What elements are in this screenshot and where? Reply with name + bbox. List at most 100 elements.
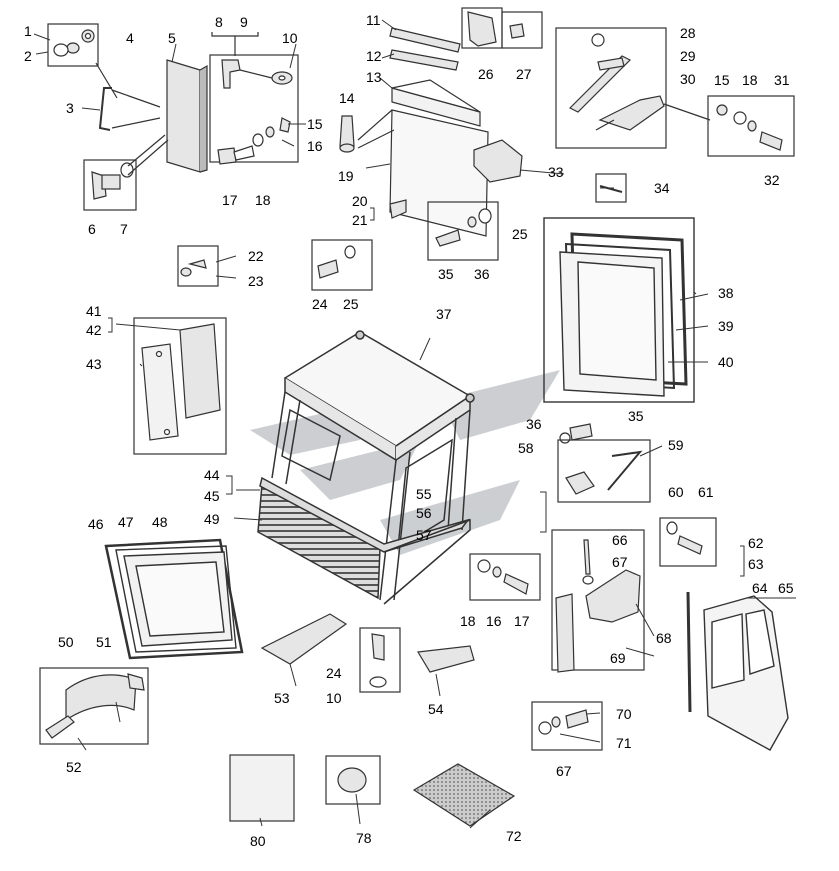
label-35b: 35 [628,408,644,424]
part-group-roof-panel [339,27,489,237]
label-21: 21 [352,212,368,228]
label-34: 34 [654,180,670,196]
label-2: 2 [24,48,32,64]
part-group-rear-window [104,538,244,660]
label-10b: 10 [326,690,342,706]
label-78: 78 [356,830,372,846]
label-13: 13 [366,69,382,85]
label-50: 50 [58,634,74,650]
label-71: 71 [616,735,632,751]
label-33: 33 [548,164,564,180]
label-35a: 35 [438,266,454,282]
label-3: 3 [66,100,74,116]
label-65: 65 [778,580,794,596]
label-22: 22 [248,248,264,264]
label-67a: 67 [612,554,628,570]
label-24b: 24 [326,665,342,681]
label-31: 31 [774,72,790,88]
label-61: 61 [698,484,714,500]
label-67b: 67 [556,763,572,779]
part-group-side-window [543,217,695,403]
label-68: 68 [656,630,672,646]
label-80: 80 [250,833,266,849]
label-18a: 18 [255,192,271,208]
label-62: 62 [748,535,764,551]
label-14: 14 [339,90,355,106]
label-60: 60 [668,484,684,500]
leader-lines [33,19,796,829]
label-26: 26 [478,66,494,82]
label-48: 48 [152,514,168,530]
part-group-door-hinge [531,529,645,751]
label-63: 63 [748,556,764,572]
label-6: 6 [88,221,96,237]
label-56: 56 [416,505,432,521]
label-57: 57 [416,527,432,543]
label-15a: 15 [307,116,323,132]
label-55: 55 [416,486,432,502]
label-27: 27 [516,66,532,82]
part-group-33-36 [427,139,627,261]
cab-body [257,330,475,605]
label-29: 29 [680,48,696,64]
label-30: 30 [680,71,696,87]
label-39: 39 [718,318,734,334]
label-58: 58 [518,440,534,456]
label-17a: 17 [222,192,238,208]
label-42: 42 [86,322,102,338]
part-group-20-25 [177,199,407,291]
label-70: 70 [616,706,632,722]
label-18b: 18 [742,72,758,88]
label-15b: 15 [714,72,730,88]
part-group-58-59 [557,423,651,503]
label-16a: 16 [307,138,323,154]
label-59: 59 [668,437,684,453]
part-group-mount-plates [260,613,475,693]
part-group-mat-mirror [229,754,516,827]
part-group-side-panel [47,23,208,211]
label-5: 5 [168,30,176,46]
label-17b: 17 [514,613,530,629]
label-8: 8 [215,14,223,30]
label-54: 54 [428,701,444,717]
part-group-16-18-lower [469,553,541,601]
label-41: 41 [86,303,102,319]
label-64: 64 [752,580,768,596]
label-23: 23 [248,273,264,289]
label-11: 11 [366,12,381,28]
label-4: 4 [126,30,134,46]
label-9: 9 [240,14,248,30]
label-37: 37 [436,306,452,322]
label-25b: 25 [512,226,528,242]
label-36b: 36 [526,416,542,432]
label-66: 66 [612,532,628,548]
part-group-door [686,591,789,751]
label-52: 52 [66,759,82,775]
label-38: 38 [718,285,734,301]
part-group-clamp [39,667,149,745]
label-32: 32 [764,172,780,188]
label-20: 20 [352,193,368,209]
label-40: 40 [718,354,734,370]
label-45: 45 [204,488,220,504]
label-24a: 24 [312,296,328,312]
label-19: 19 [338,168,354,184]
label-43: 43 [86,356,102,372]
label-46: 46 [88,516,104,532]
label-36a: 36 [474,266,490,282]
part-group-hinge-arm [555,27,795,157]
label-25a: 25 [343,296,359,312]
label-49: 49 [204,511,220,527]
part-group-latch [209,32,299,165]
label-53: 53 [274,690,290,706]
part-group-60-61 [659,517,717,567]
label-69: 69 [610,650,626,666]
label-10: 10 [282,30,298,46]
label-7: 7 [120,221,128,237]
label-28: 28 [680,25,696,41]
label-12: 12 [366,48,382,64]
part-group-41-43 [133,317,227,455]
label-1: 1 [24,23,32,39]
part-group-bracket-26-27 [461,7,543,49]
